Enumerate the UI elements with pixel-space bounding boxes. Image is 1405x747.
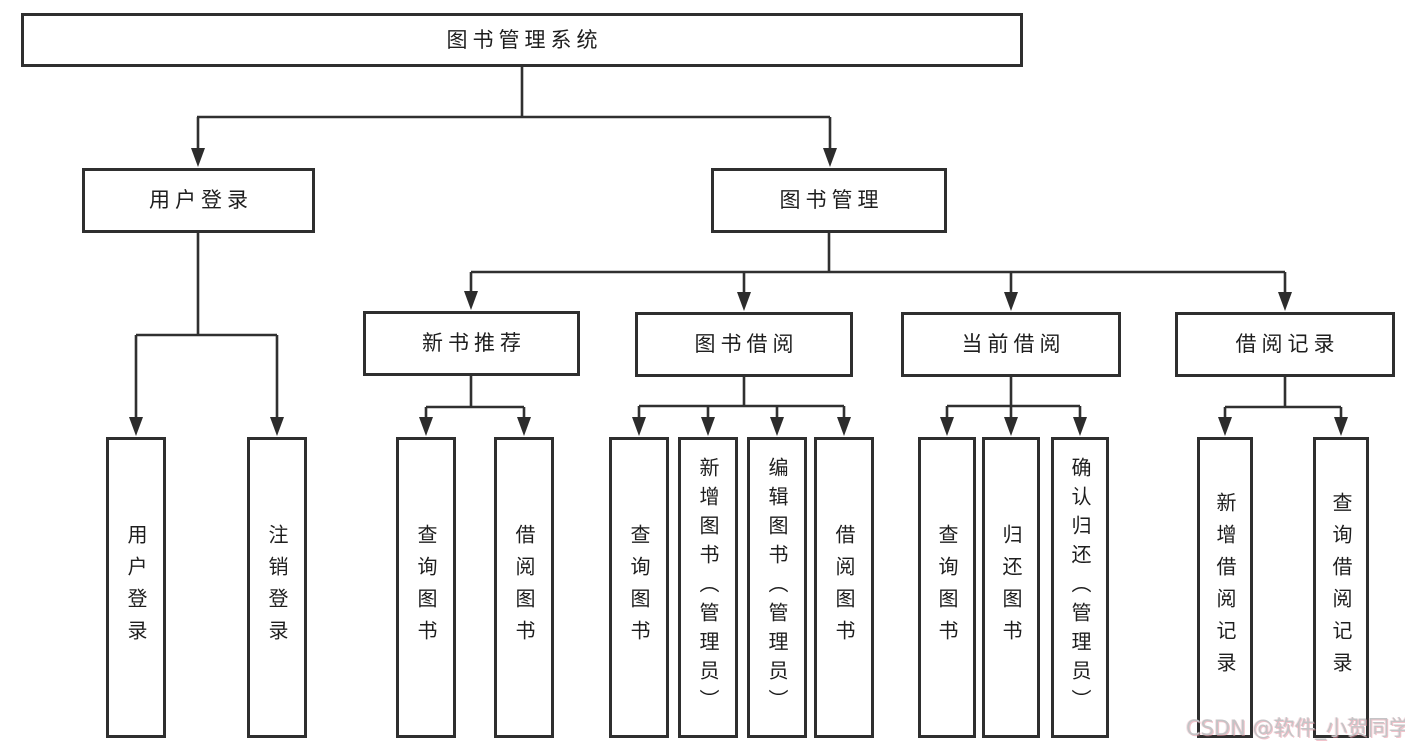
leaf-query-book-recommend-label: 查询图书 bbox=[414, 523, 438, 652]
node-borrow-records-label: 借阅记录 bbox=[1235, 332, 1340, 356]
arrow-down-icon bbox=[191, 148, 205, 167]
leaf-add-book-admin-label: 新增图书（管理员） bbox=[696, 457, 720, 718]
node-book-borrow: 图书借阅 bbox=[635, 312, 853, 377]
node-new-book-recommend: 新书推荐 bbox=[363, 311, 580, 376]
leaf-add-borrow-record: 新增借阅记录 bbox=[1197, 437, 1253, 738]
leaf-query-book-current: 查询图书 bbox=[918, 437, 976, 738]
connector-root-to-level2 bbox=[191, 66, 837, 167]
leaf-query-book-recommend: 查询图书 bbox=[396, 437, 456, 738]
leaf-logout-login-label: 注销登录 bbox=[265, 523, 289, 652]
leaf-query-book-current-label: 查询图书 bbox=[935, 523, 959, 652]
arrow-down-icon bbox=[1004, 292, 1018, 311]
arrow-down-icon bbox=[1073, 417, 1087, 436]
leaf-borrow-book-borrow-label: 借阅图书 bbox=[832, 523, 856, 652]
node-current-borrow-label: 当前借阅 bbox=[961, 332, 1066, 356]
node-book-management: 图书管理 bbox=[711, 168, 947, 233]
arrow-down-icon bbox=[632, 417, 646, 436]
leaf-edit-book-admin: 编辑图书（管理员） bbox=[747, 437, 807, 738]
leaf-user-login: 用户登录 bbox=[106, 437, 166, 738]
node-root-system: 图书管理系统 bbox=[21, 13, 1023, 67]
leaf-query-book-borrow: 查询图书 bbox=[609, 437, 669, 738]
csdn-watermark: CSDN @软件_小贺同学 bbox=[1186, 716, 1405, 740]
connector-book-management-children bbox=[464, 231, 1292, 311]
leaf-add-borrow-record-label: 新增借阅记录 bbox=[1213, 491, 1237, 684]
arrow-down-icon bbox=[129, 417, 143, 436]
arrow-down-icon bbox=[837, 417, 851, 436]
leaf-confirm-return-admin-label: 确认归还（管理员） bbox=[1068, 457, 1092, 718]
arrow-down-icon bbox=[464, 291, 478, 310]
node-current-borrow: 当前借阅 bbox=[901, 312, 1121, 377]
arrow-down-icon bbox=[737, 292, 751, 311]
leaf-return-book: 归还图书 bbox=[982, 437, 1040, 738]
arrow-down-icon bbox=[1278, 292, 1292, 311]
leaf-return-book-label: 归还图书 bbox=[999, 523, 1023, 652]
arrow-down-icon bbox=[419, 417, 433, 436]
arrow-down-icon bbox=[517, 417, 531, 436]
node-book-management-label: 图书管理 bbox=[779, 188, 884, 212]
leaf-user-login-label: 用户登录 bbox=[124, 523, 148, 652]
leaf-edit-book-admin-label: 编辑图书（管理员） bbox=[765, 457, 789, 718]
leaf-logout-login: 注销登录 bbox=[247, 437, 307, 738]
node-user-login: 用户登录 bbox=[82, 168, 315, 233]
arrow-down-icon bbox=[701, 417, 715, 436]
leaf-borrow-book-recommend: 借阅图书 bbox=[494, 437, 554, 738]
arrow-down-icon bbox=[1334, 417, 1348, 436]
connector-user-login-children bbox=[129, 231, 284, 436]
node-book-borrow-label: 图书借阅 bbox=[694, 332, 799, 356]
leaf-query-borrow-record-label: 查询借阅记录 bbox=[1329, 491, 1353, 684]
leaf-query-borrow-record: 查询借阅记录 bbox=[1313, 437, 1369, 738]
connector-new-book-children bbox=[419, 375, 531, 436]
arrow-down-icon bbox=[270, 417, 284, 436]
leaf-query-book-borrow-label: 查询图书 bbox=[627, 523, 651, 652]
leaf-confirm-return-admin: 确认归还（管理员） bbox=[1051, 437, 1109, 738]
connector-book-borrow-children bbox=[632, 376, 851, 436]
leaf-borrow-book-recommend-label: 借阅图书 bbox=[512, 523, 536, 652]
arrow-down-icon bbox=[823, 148, 837, 167]
arrow-down-icon bbox=[940, 417, 954, 436]
node-user-login-label: 用户登录 bbox=[149, 188, 253, 212]
arrow-down-icon bbox=[1004, 417, 1018, 436]
connector-borrow-records-children bbox=[1218, 376, 1348, 436]
node-borrow-records: 借阅记录 bbox=[1175, 312, 1395, 377]
leaf-borrow-book-borrow: 借阅图书 bbox=[814, 437, 874, 738]
arrow-down-icon bbox=[770, 417, 784, 436]
arrow-down-icon bbox=[1218, 417, 1232, 436]
leaf-add-book-admin: 新增图书（管理员） bbox=[678, 437, 738, 738]
connector-current-borrow-children bbox=[940, 376, 1087, 436]
node-new-book-recommend-label: 新书推荐 bbox=[422, 331, 526, 355]
node-root-system-label: 图书管理系统 bbox=[446, 27, 603, 52]
